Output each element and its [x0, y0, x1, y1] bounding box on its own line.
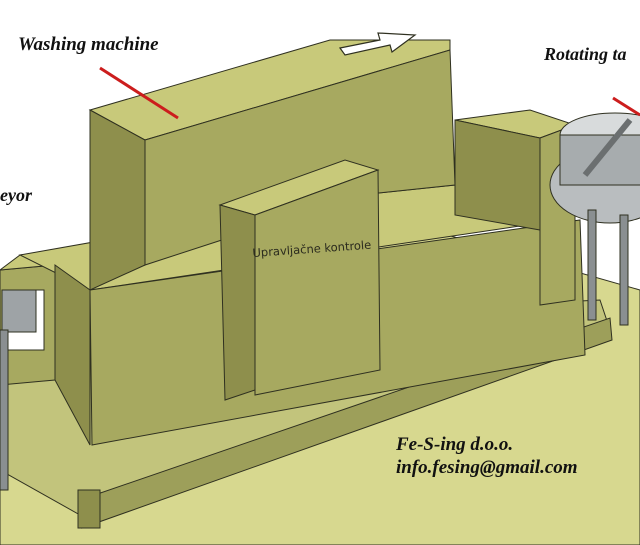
rotating-table-pointer [612, 96, 640, 117]
conveyor-label: eyor [0, 185, 32, 205]
base-leg [77, 489, 101, 529]
washing-machine-pointer [99, 66, 179, 120]
arrow-right-icon [338, 32, 417, 56]
rotating-table-column [559, 134, 640, 186]
company-name: Fe-S-ing d.o.o. [396, 434, 514, 455]
rotating-table-label: Rotating ta [544, 44, 627, 64]
control-tower-side [219, 204, 256, 401]
conveyor-gear [1, 289, 37, 333]
right-block-side [454, 119, 541, 231]
table-arm [582, 118, 633, 177]
main-block-front-left [89, 109, 146, 291]
table-leg [587, 209, 597, 321]
washing-machine-label: Washing machine [18, 34, 159, 55]
table-leg [619, 214, 629, 326]
lower-body-front [54, 264, 91, 446]
control-tower-face [254, 169, 381, 396]
company-email: info.fesing@gmail.com [396, 457, 578, 478]
conveyor-leg [0, 329, 9, 491]
